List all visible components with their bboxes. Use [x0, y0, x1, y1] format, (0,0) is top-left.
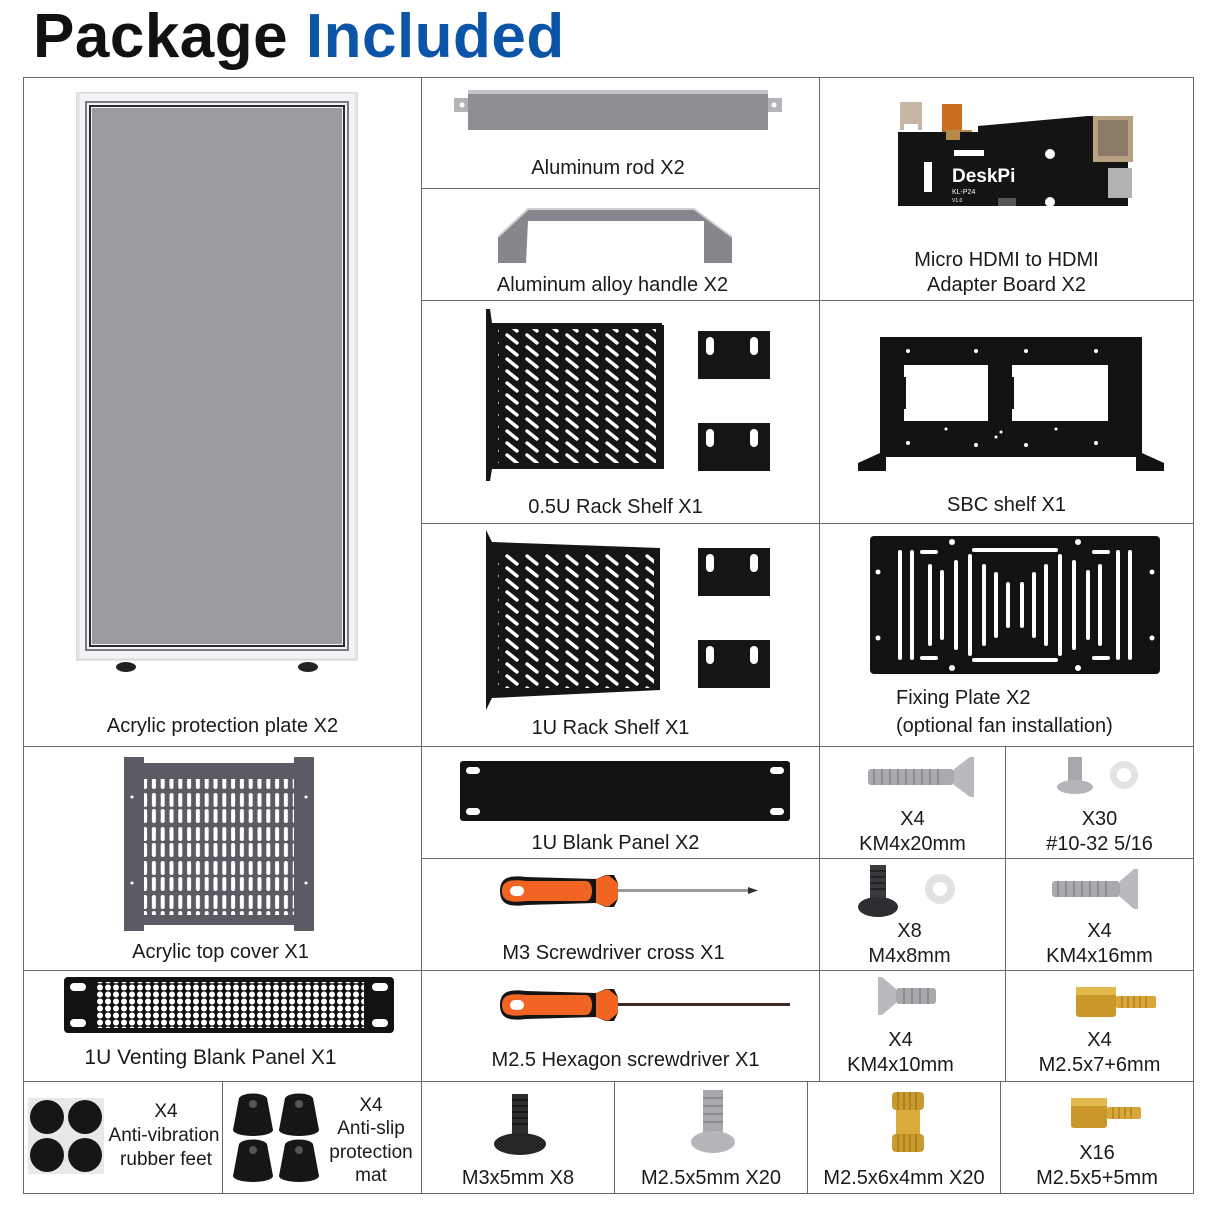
svg-text:V1.0: V1.0 — [952, 198, 963, 204]
anti-slip-mat-icon — [227, 1090, 323, 1182]
item-label: Aluminum alloy handle X2 — [496, 274, 729, 296]
item-km4x16-screw: X4 KM4x16mm — [1005, 858, 1194, 971]
item-qty: X4 — [154, 1101, 178, 1122]
brass-insert-icon — [888, 1090, 928, 1154]
item-spec: M4x8mm — [868, 945, 951, 967]
item-spec: KM4x10mm — [847, 1054, 954, 1076]
item-km4x20-screw: X4 KM4x20mm — [819, 746, 1006, 859]
handle-icon — [498, 207, 734, 263]
item-1u-blank-panel: 1U Blank Panel X2 — [421, 746, 820, 859]
venting-panel-icon — [64, 977, 394, 1033]
item-label: SBC shelf X1 — [947, 494, 1066, 516]
item-label-line-1: Fixing Plate X2 — [896, 687, 1031, 709]
item-spec: KM4x16mm — [1046, 945, 1153, 967]
item-acrylic-protection-plate: Acrylic protection plate X2 — [23, 77, 422, 747]
countersunk-screw-icon — [866, 757, 976, 797]
item-m4x8-screw: X8 M4x8mm — [819, 858, 1006, 971]
item-qty: X4 — [888, 1029, 913, 1051]
item-m25x5-screw: M2.5x5mm X20 — [614, 1081, 808, 1194]
rubber-feet-icon — [28, 1098, 104, 1174]
item-aluminum-alloy-handle: Aluminum alloy handle X2 — [421, 188, 820, 301]
item-hdmi-adapter-board: DeskPi KL-P24 V1.0 Micro HDMI to HDMI Ad… — [819, 77, 1194, 301]
title-part-2: Included — [305, 2, 565, 71]
item-qty: X4 — [1087, 1029, 1112, 1051]
item-label: M3x5mm X8 — [461, 1167, 575, 1189]
item-label-line-1: Micro HDMI to HDMI — [914, 249, 1099, 271]
item-spec: M2.5x5+5mm — [1036, 1167, 1158, 1189]
screw-washer-icon — [1056, 755, 1146, 795]
item-spec: KM4x20mm — [859, 833, 966, 855]
screwdriver-icon — [496, 985, 796, 1025]
rack-shelf-icon — [484, 309, 774, 481]
item-label: 1U Blank Panel X2 — [531, 832, 700, 854]
item-acrylic-top-cover: Acrylic top cover X1 — [23, 746, 422, 971]
item-label-line-2: Adapter Board X2 — [927, 274, 1086, 296]
item-qty: X8 — [897, 920, 922, 942]
item-m25-hexagon-screwdriver: M2.5 Hexagon screwdriver X1 — [421, 970, 820, 1082]
brass-standoff-icon — [1074, 985, 1158, 1019]
item-label: Aluminum rod X2 — [531, 157, 685, 179]
item-label: 1U Rack Shelf X1 — [531, 717, 690, 739]
sbc-shelf-icon — [856, 337, 1166, 471]
item-m3-screwdriver-cross: M3 Screwdriver cross X1 — [421, 858, 820, 971]
item-label-line-2: rubber feet — [120, 1149, 212, 1170]
item-label-line-1: Anti-slip — [337, 1118, 405, 1139]
item-label-line-2: protection — [329, 1142, 413, 1163]
item-label: M2.5x5mm X20 — [640, 1167, 782, 1189]
page-title: Package Included — [33, 2, 565, 72]
item-aluminum-rod: Aluminum rod X2 — [421, 77, 820, 189]
item-qty: X16 — [1079, 1142, 1115, 1164]
item-spec: M2.5x7+6mm — [1038, 1054, 1161, 1076]
item-anti-slip-protection-mat: X4 Anti-slip protection mat — [222, 1081, 422, 1194]
svg-text:KL-P24: KL-P24 — [952, 189, 975, 196]
item-label: 0.5U Rack Shelf X1 — [528, 496, 703, 518]
item-label-line-3: mat — [355, 1165, 387, 1186]
item-anti-vibration-rubber-feet: X4 Anti-vibration rubber feet — [23, 1081, 223, 1194]
countersunk-screw-icon — [1050, 869, 1140, 909]
item-m25x6x4-insert: M2.5x6x4mm X20 — [807, 1081, 1001, 1194]
item-rack-shelf-0-5u: 0.5U Rack Shelf X1 — [421, 300, 820, 524]
item-m3x5-screw: M3x5mm X8 — [421, 1081, 615, 1194]
item-m25x7-6-standoff: X4 M2.5x7+6mm — [1005, 970, 1194, 1082]
aluminum-rod-icon — [454, 88, 782, 132]
item-label-line-1: Anti-vibration — [108, 1125, 220, 1146]
item-qty: X4 — [359, 1095, 383, 1116]
item-qty: X4 — [1087, 920, 1112, 942]
top-cover-icon — [124, 757, 314, 931]
item-km4x10-screw: X4 KM4x10mm — [819, 970, 1006, 1082]
fixing-plate-icon — [870, 536, 1160, 674]
item-fixing-plate: Fixing Plate X2 (optional fan installati… — [819, 523, 1194, 747]
item-label-line-2: (optional fan installation) — [896, 715, 1113, 737]
silver-screw-icon — [689, 1088, 737, 1154]
rack-shelf-icon — [484, 530, 774, 710]
svg-text:DeskPi: DeskPi — [952, 166, 1015, 187]
title-part-1: Package — [33, 2, 289, 71]
countersunk-screw-icon — [878, 977, 938, 1015]
item-rack-shelf-1u: 1U Rack Shelf X1 — [421, 523, 820, 747]
item-label: M3 Screwdriver cross X1 — [502, 942, 725, 964]
item-sbc-shelf: SBC shelf X1 — [819, 300, 1194, 524]
item-label: M2.5x6x4mm X20 — [823, 1167, 985, 1189]
item-10-32-screw: X30 #10-32 5/16 — [1005, 746, 1194, 859]
item-label: 1U Venting Blank Panel X1 — [84, 1046, 337, 1069]
brass-standoff-icon — [1069, 1096, 1145, 1130]
item-m25x5-5-standoff: X16 M2.5x5+5mm — [1000, 1081, 1194, 1194]
item-label: M2.5 Hexagon screwdriver X1 — [491, 1049, 760, 1071]
adapter-board-icon: DeskPi KL-P24 V1.0 — [898, 102, 1138, 214]
item-1u-venting-blank-panel: 1U Venting Blank Panel X1 — [23, 970, 422, 1082]
item-label: Acrylic protection plate X2 — [106, 715, 339, 737]
item-spec: #10-32 5/16 — [1046, 833, 1153, 855]
item-label: Acrylic top cover X1 — [132, 941, 309, 963]
acrylic-plate-icon — [76, 92, 358, 674]
black-screw-icon — [492, 1092, 548, 1156]
blank-panel-icon — [460, 761, 790, 821]
screwdriver-icon — [496, 871, 758, 911]
button-screw-washer-icon — [858, 863, 962, 919]
item-qty: X30 — [1081, 808, 1118, 830]
item-qty: X4 — [900, 808, 925, 830]
